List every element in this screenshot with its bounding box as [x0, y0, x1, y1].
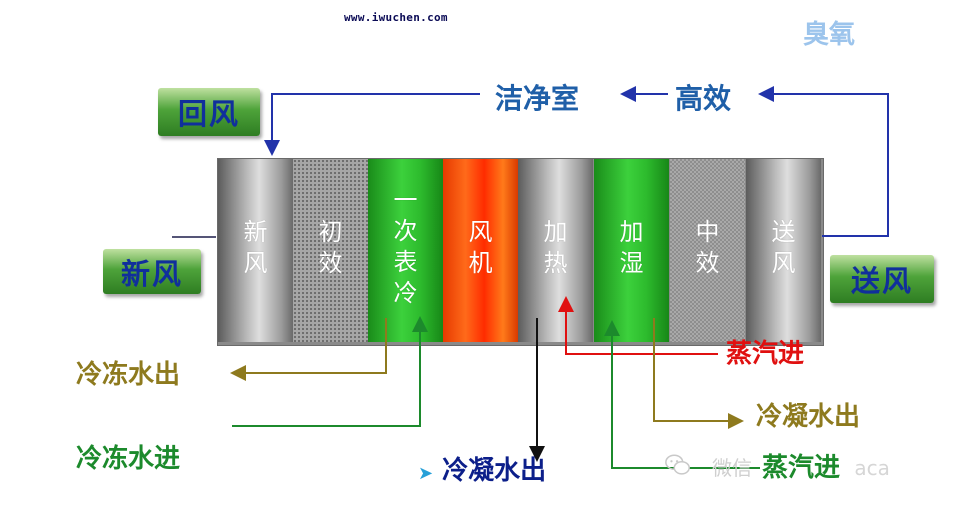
watermark-tail: aca [854, 456, 890, 480]
chilled-water-in-line [232, 316, 428, 427]
return-air-label: 回风 [177, 97, 240, 131]
unit-fan: 风机 [443, 159, 518, 342]
source-url: www.iwuchen.com [344, 11, 448, 24]
steam-in-heating-line [558, 296, 718, 355]
condensate-out-humidifier-label: 冷凝水出 [756, 402, 861, 432]
watermark-text: 微信 [712, 456, 752, 480]
chilled-water-out-label: 冷冻水出 [76, 360, 181, 390]
high-efficiency-label: 高效 [675, 82, 732, 115]
return-air-box: 回风 [158, 88, 260, 136]
steam-in-humidifier-label: 蒸汽进 [762, 453, 841, 483]
unit-fresh-air-label: 新风 [243, 218, 268, 277]
supply-air-label: 送风 [850, 264, 913, 298]
condensate-out-heating-label: 冷凝水出 [442, 456, 547, 486]
watermark: 微信 aca [712, 452, 890, 481]
supply-to-high-efficiency-line [758, 86, 889, 237]
cleanroom-label: 洁净室 [495, 82, 580, 115]
fresh-air-box: 新风 [103, 249, 201, 294]
supply-air-box: 送风 [830, 255, 934, 303]
unit-primary-filter: 初效 [293, 159, 368, 342]
unit-fresh-air: 新风 [218, 159, 293, 342]
wechat-watermark-icon [665, 454, 690, 475]
steam-in-humidifier-line [604, 320, 760, 469]
unit-humidifier-label: 加湿 [619, 218, 644, 277]
condensate-out-heating: ➤ 冷凝水出 [418, 458, 546, 484]
condensate-humidifier-line [653, 318, 744, 429]
return-air-line [264, 93, 480, 156]
unit-supply-label: 送风 [771, 218, 796, 277]
condensate-marker-icon: ➤ [418, 463, 434, 484]
chilled-water-out-line [230, 318, 387, 381]
unit-heating-label: 加热 [543, 218, 568, 277]
unit-supply: 送风 [746, 159, 821, 342]
unit-fan-label: 风机 [468, 218, 493, 277]
unit-primary-cooling-coil-label: 一次表冷 [393, 186, 418, 307]
chilled-water-in-label: 冷冻水进 [76, 444, 181, 474]
unit-primary-filter-label: 初效 [318, 218, 343, 277]
steam-in-heating-label: 蒸汽进 [726, 339, 805, 369]
unit-heating: 加热 [518, 159, 593, 342]
unit-medium-filter-label: 中效 [695, 218, 720, 277]
fresh-air-label: 新风 [120, 256, 183, 291]
unit-primary-cooling-coil: 一次表冷 [368, 159, 443, 342]
unit-humidifier: 加湿 [594, 159, 669, 342]
ozone-label: 臭氧 [803, 20, 856, 50]
unit-medium-filter: 中效 [670, 159, 745, 342]
